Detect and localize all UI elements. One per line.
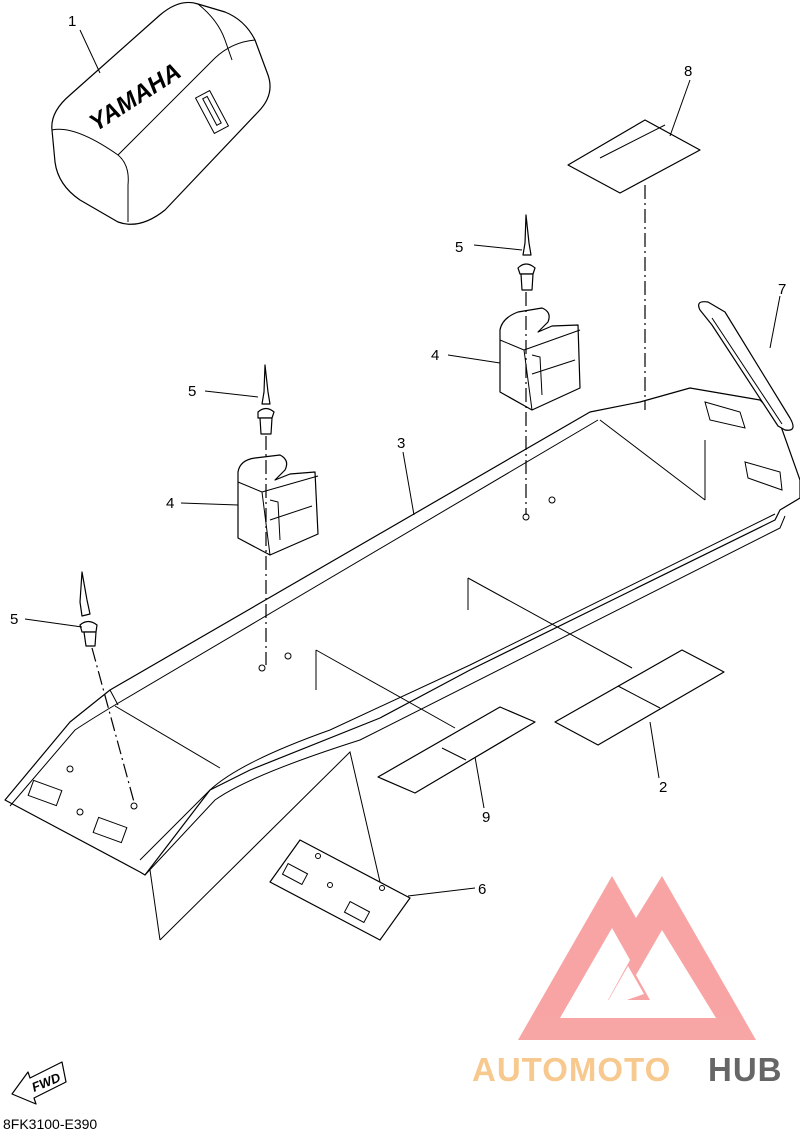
plate-guide-lines (149, 751, 381, 941)
callout-3: 3 (397, 435, 405, 452)
part-1-cover: YAMAHA (51, 1, 271, 225)
part-9-decal (377, 706, 536, 794)
callout-7: 7 (778, 281, 786, 298)
watermark-text-hub: HUB (708, 1051, 783, 1088)
callout-5-right: 5 (455, 239, 463, 256)
callout-5-left: 5 (10, 611, 18, 628)
decal-guide-lines (315, 577, 633, 729)
fwd-arrow-icon: FWD (11, 1061, 67, 1105)
callout-2: 2 (659, 779, 667, 796)
callout-4-left: 4 (166, 495, 174, 512)
diagram-code: 8FK3100-E390 (3, 1116, 97, 1132)
callout-numbers: 1 8 5 7 4 5 3 4 5 2 9 6 (10, 13, 786, 898)
guide-5-left (91, 647, 135, 803)
leader-lines (24, 29, 781, 897)
callout-4-right: 4 (431, 347, 439, 364)
callout-8: 8 (684, 63, 692, 80)
part-5-rivet-right (517, 214, 536, 291)
callout-6: 6 (478, 881, 486, 898)
part-5-rivet-left (79, 571, 98, 647)
part-2-decal (554, 649, 725, 746)
part-8-decal (567, 119, 701, 194)
part-5-rivet-center (257, 364, 275, 435)
watermark-logo (518, 876, 756, 1040)
callout-1: 1 (68, 13, 76, 30)
part-4-clip-left (237, 454, 319, 556)
part-4-clip-right (499, 307, 581, 411)
callout-9: 9 (482, 809, 490, 826)
watermark-triangle-icon (518, 876, 756, 1040)
part-6-plate (269, 839, 411, 941)
part-7-strap (698, 301, 794, 431)
part-3-carrier-panel (4, 387, 800, 876)
callout-5-center: 5 (188, 383, 196, 400)
watermark-text-auto: AUTOMOTO (472, 1051, 671, 1088)
